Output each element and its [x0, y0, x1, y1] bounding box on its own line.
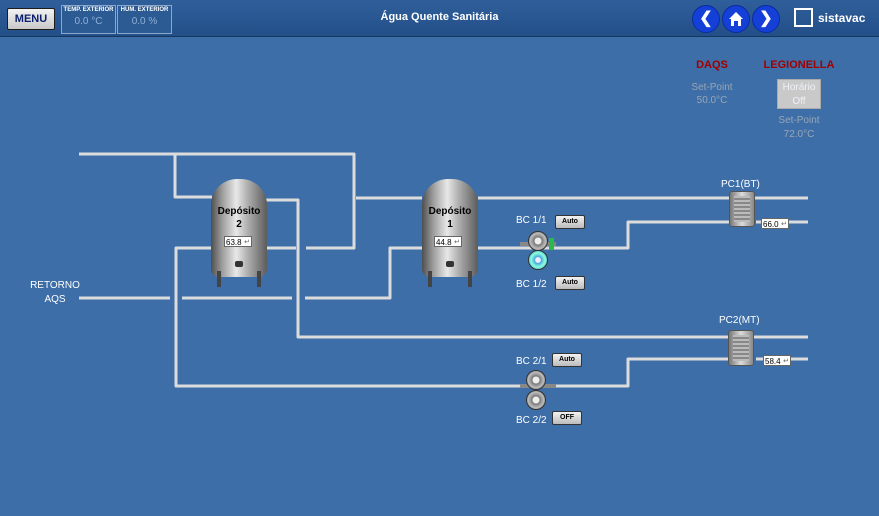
home-icon — [729, 12, 743, 26]
legionella-schedule-button[interactable]: Horário Off — [777, 79, 821, 109]
menu-button[interactable]: MENU — [7, 8, 55, 30]
pc2-temperature-value: 58.4 — [765, 357, 781, 366]
outdoor-temperature-panel: TEMP. EXTERIOR 0.0 °C — [61, 5, 116, 34]
bc11-pump[interactable] — [528, 231, 548, 251]
deposit-2-temperature-value: 63.8 — [226, 238, 242, 247]
bc12-pump[interactable] — [528, 250, 548, 270]
return-label-line-1: RETORNO — [30, 280, 80, 291]
legionella-schedule-label: Horário — [782, 82, 816, 93]
pc1-plates — [734, 196, 750, 222]
bc22-label: BC 2/2 — [516, 415, 547, 426]
logo-text: sistavac — [818, 11, 866, 25]
pipe-bc2-loop — [548, 357, 730, 388]
unit-icon: ↵ — [454, 239, 460, 246]
daqs-setpoint-value: 50.0°C — [696, 95, 728, 106]
deposit-1-number: 1 — [447, 219, 453, 230]
logo-mark-icon — [794, 8, 813, 27]
deposit-1-leg-right — [468, 271, 472, 287]
outdoor-humidity-label: HUM. EXTERIOR — [120, 7, 169, 13]
legionella-title: LEGIONELLA — [763, 59, 835, 71]
deposit-1-body — [422, 179, 478, 277]
pc1-temperature-value: 66.0 — [763, 220, 779, 229]
pipe-dep2-top-out — [266, 198, 808, 339]
pc1-label: PC1(BT) — [721, 179, 760, 190]
bc12-mode-button[interactable]: Auto — [555, 276, 585, 290]
unit-icon: ↵ — [244, 239, 250, 246]
legionella-setpoint-label: Set-Point — [778, 115, 820, 126]
deposit-1-tank[interactable]: Depósito 1 — [422, 179, 478, 287]
return-label-line-2: AQS — [44, 294, 66, 305]
bc22-mode-button[interactable]: OFF — [552, 411, 582, 425]
legionella-setpoint-value: 72.0°C — [783, 129, 815, 140]
bc11-label: BC 1/1 — [516, 215, 547, 226]
bc21-label: BC 2/1 — [516, 356, 547, 367]
pc2-label: PC2(MT) — [719, 315, 760, 326]
deposit-2-number: 2 — [236, 219, 242, 230]
bc21-mode-button[interactable]: Auto — [552, 353, 582, 367]
deposit-2-tank[interactable]: Depósito 2 — [211, 179, 267, 287]
return-aqs-label: RETORNO AQS — [28, 280, 82, 305]
outdoor-humidity-value: 0.0 % — [131, 16, 158, 27]
deposit-1-label: Depósito — [428, 206, 472, 217]
deposit-1-name: Depósito 1 — [422, 205, 478, 231]
deposit-1-drain — [446, 261, 454, 267]
deposit-2-drain — [235, 261, 243, 267]
unit-icon: ↵ — [783, 358, 789, 365]
pipe-dep2-lower-left — [174, 246, 520, 388]
daqs-title: DAQS — [696, 59, 728, 71]
outdoor-temperature-label: TEMP. EXTERIOR — [63, 7, 114, 13]
page-title: Água Quente Sanitária — [380, 11, 499, 23]
pipe-bypass-loop — [173, 154, 212, 199]
pc2-heat-exchanger[interactable] — [728, 330, 754, 366]
forward-button[interactable]: ❯ — [752, 5, 780, 33]
back-button[interactable]: ❮ — [692, 5, 720, 33]
pc1-temperature: 66.0↵ — [761, 218, 789, 229]
deposit-2-body — [211, 179, 267, 277]
home-button[interactable] — [722, 5, 750, 33]
bc11-mode-button[interactable]: Auto — [555, 215, 585, 229]
pc2-plates — [733, 335, 749, 361]
bc22-pump[interactable] — [526, 390, 546, 410]
pipe-supply-top — [79, 152, 356, 250]
unit-icon: ↵ — [781, 221, 787, 228]
deposit-2-label: Depósito — [217, 206, 261, 217]
chevron-right-icon: ❯ — [759, 10, 773, 27]
deposit-2-leg-right — [257, 271, 261, 287]
bc21-pump[interactable] — [526, 370, 546, 390]
deposit-2-name: Depósito 2 — [211, 205, 267, 231]
deposit-2-temperature: 63.8↵ — [224, 236, 252, 247]
pc2-temperature: 58.4↵ — [763, 355, 791, 366]
deposit-1-temperature: 44.8↵ — [434, 236, 462, 247]
top-bar: MENU TEMP. EXTERIOR 0.0 °C HUM. EXTERIOR… — [0, 0, 879, 37]
outdoor-temperature-value: 0.0 °C — [74, 16, 103, 27]
deposit-1-temperature-value: 44.8 — [436, 238, 452, 247]
legionella-schedule-value: Off — [792, 96, 806, 107]
pc1-heat-exchanger[interactable] — [729, 191, 755, 227]
deposit-2-leg-left — [217, 271, 221, 287]
bc12-label: BC 1/2 — [516, 279, 547, 290]
pipe-dep1-lower-left — [305, 246, 422, 300]
chevron-left-icon: ❮ — [699, 10, 713, 27]
outdoor-humidity-panel: HUM. EXTERIOR 0.0 % — [117, 5, 172, 34]
bc11-run-indicator — [549, 238, 554, 250]
deposit-1-leg-left — [428, 271, 432, 287]
daqs-setpoint-label: Set-Point — [691, 82, 733, 93]
